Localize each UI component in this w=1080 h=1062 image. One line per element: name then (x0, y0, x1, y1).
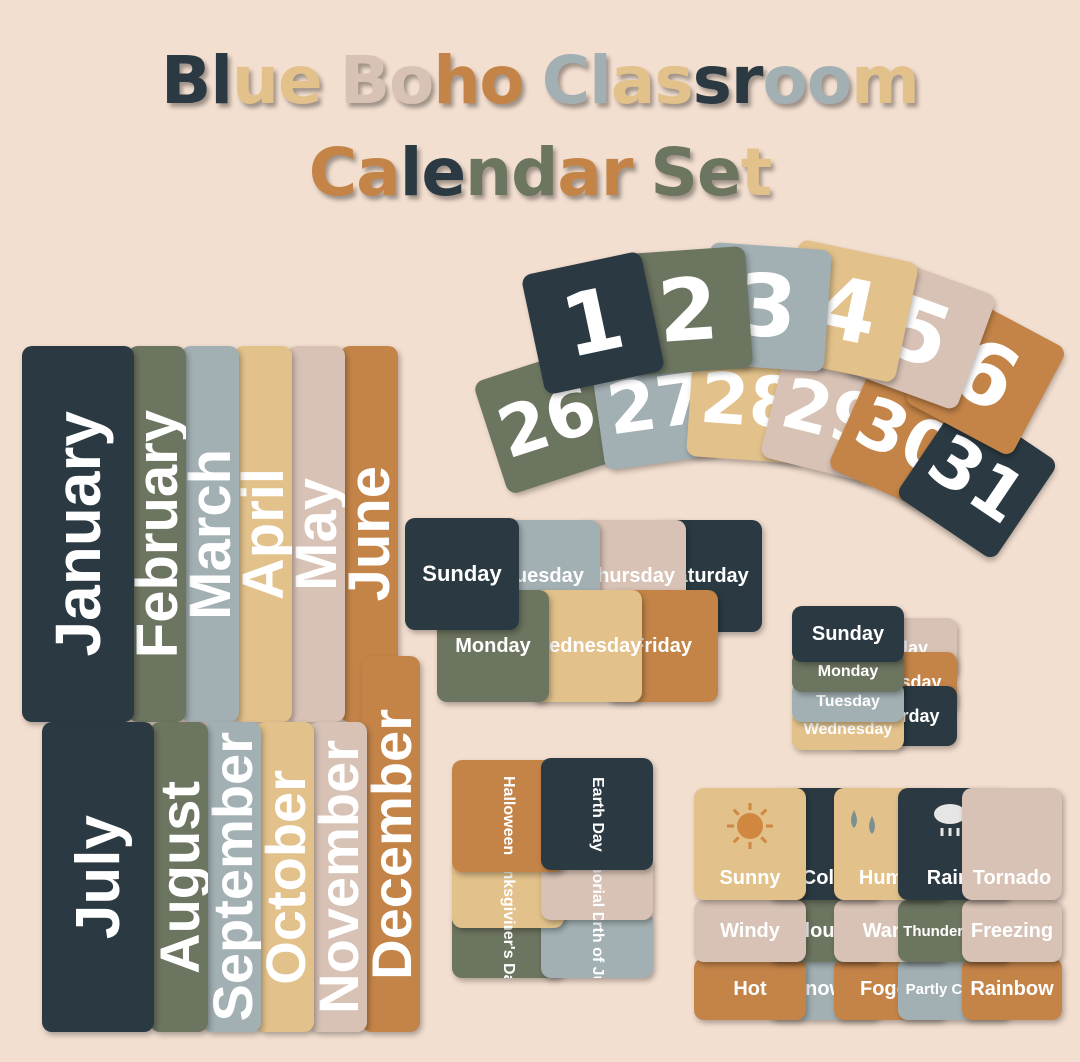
month-card-september: September (203, 722, 261, 1032)
month-label: November (309, 740, 367, 1014)
title-segment: le (399, 134, 466, 211)
title-line-2: Calendar Set (0, 140, 1080, 206)
raindrops-icon (844, 806, 884, 846)
weather-label: Rainbow (970, 977, 1054, 1000)
month-card-march: March (181, 346, 239, 722)
month-label: July (63, 814, 133, 940)
title-segment: Se (650, 134, 741, 211)
number-label: 1 (553, 267, 633, 379)
title-segment: ue (231, 42, 323, 119)
month-card-october: October (256, 722, 314, 1032)
weather-label: Windy (720, 919, 780, 942)
month-label: June (340, 466, 398, 602)
weather-card-hot: Hot (694, 958, 806, 1020)
holiday-label: Father's Day (500, 912, 517, 978)
day-card-small-sunday: Sunday (792, 606, 904, 662)
weather-card-tornado: Tornado (962, 788, 1062, 900)
weather-label: Hot (733, 977, 767, 1000)
day-label: Wednesday (803, 721, 893, 738)
weather-label: Tornado (972, 867, 1052, 889)
month-card-february: February (128, 346, 186, 722)
weather-card-freezing: Freezing (962, 900, 1062, 962)
sun-icon (724, 800, 776, 852)
holiday-label: Fourth of July (589, 912, 606, 978)
weather-card-rainbow: Rainbow (962, 958, 1062, 1020)
day-label: Sunday (811, 622, 885, 645)
weather-card-windy: Windy (694, 900, 806, 962)
title-segment: t (740, 134, 773, 211)
holiday-label: Memorial Day (589, 858, 606, 920)
month-label: January (42, 411, 114, 657)
day-label: Wednesday (530, 634, 642, 657)
weather-label: Freezing (970, 919, 1054, 942)
title-line-1: Blue Boho Classroom (0, 48, 1080, 114)
day-label: Monday (817, 663, 879, 680)
number-card-1: 1 (520, 250, 666, 396)
day-label: Tuesday (816, 693, 880, 710)
rain-cloud-icon (928, 800, 972, 840)
title-segment: Ca (308, 134, 401, 211)
title-segment: nd (465, 134, 558, 211)
title-segment: ho (433, 42, 524, 119)
day-label: Tuesday (504, 564, 584, 587)
weather-label: Sunny (719, 867, 781, 889)
holiday-card-right: Earth Day (541, 758, 653, 870)
month-label: August (150, 780, 208, 974)
title-segment: ar (557, 134, 633, 211)
day-label: Friday (631, 634, 693, 657)
month-label: December (362, 708, 420, 980)
month-label: September (203, 732, 261, 1022)
day-card-sunday: Sunday (405, 518, 519, 630)
title-segment: as (610, 42, 694, 119)
month-card-august: August (150, 722, 208, 1032)
day-label: Monday (455, 634, 531, 657)
holiday-label: Halloween (500, 776, 517, 856)
title-segment: Bl (161, 42, 233, 119)
month-card-may: May (287, 346, 345, 722)
month-label: March (181, 448, 239, 620)
month-card-april: April (234, 346, 292, 722)
number-label: 2 (654, 259, 722, 363)
month-label: April (234, 467, 292, 601)
title-segment: m (851, 42, 920, 119)
title-segment: oo (762, 42, 852, 119)
holiday-label: Earth Day (589, 776, 606, 852)
month-card-july: July (42, 722, 154, 1032)
holiday-label: Thanksgiving (500, 858, 517, 928)
month-label: May (287, 477, 345, 591)
month-label: October (256, 769, 314, 985)
title-segment: Bo (339, 42, 435, 119)
title-segment: Cl (541, 42, 612, 119)
month-card-november: November (309, 722, 367, 1032)
month-label: February (128, 409, 186, 659)
day-label: Sunday (422, 561, 502, 586)
title-segment: sr (692, 42, 764, 119)
month-card-january: January (22, 346, 134, 722)
month-card-december: December (362, 656, 420, 1032)
weather-card-sunny: Sunny (694, 788, 806, 900)
day-label: Thursday (584, 564, 676, 587)
